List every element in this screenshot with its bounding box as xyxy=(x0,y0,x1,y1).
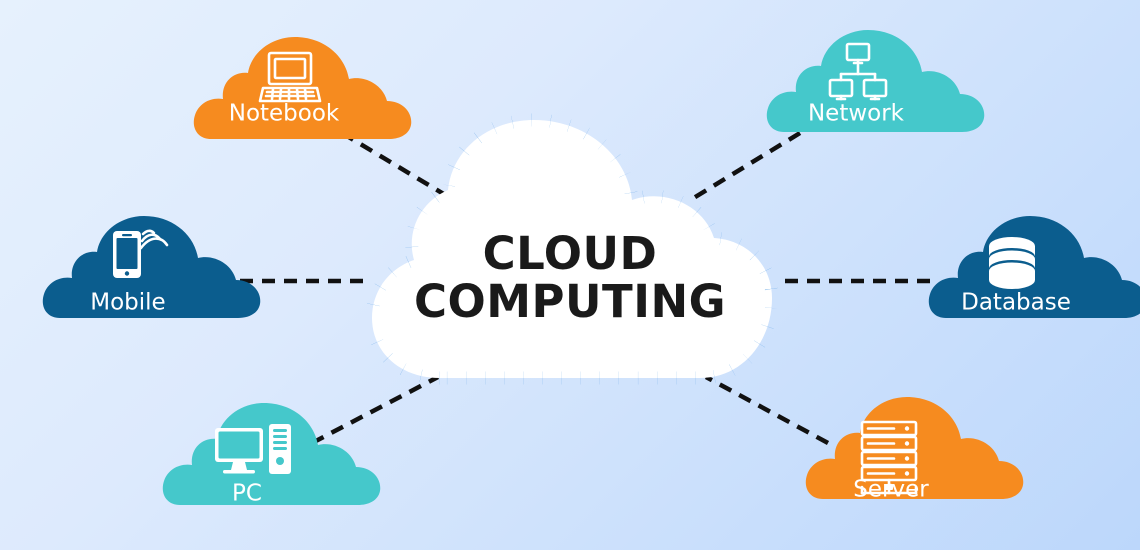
node-pc[interactable]: PC xyxy=(162,403,381,507)
network-topology-icon xyxy=(828,42,888,101)
node-label-mobile: Mobile xyxy=(90,290,165,316)
node-label-notebook: Notebook xyxy=(229,101,340,127)
desktop-computer-icon xyxy=(215,424,291,474)
server-rack-icon xyxy=(860,420,918,495)
connector-network xyxy=(690,131,802,201)
center-cloud-shape xyxy=(372,120,772,378)
center-label-line2: COMPUTING xyxy=(414,275,726,328)
database-cylinder-icon xyxy=(989,237,1035,289)
node-label-server: Server xyxy=(853,477,929,503)
node-label-network: Network xyxy=(808,101,905,127)
node-label-database: Database xyxy=(961,290,1071,316)
connector-pc xyxy=(310,375,440,445)
node-notebook[interactable]: Notebook xyxy=(193,37,412,139)
node-database[interactable]: Database xyxy=(928,216,1140,318)
node-server[interactable]: Server xyxy=(805,397,1024,503)
node-mobile[interactable]: Mobile xyxy=(42,216,261,318)
center-label-line1: CLOUD xyxy=(483,227,658,280)
center-cloud[interactable]: CLOUD COMPUTING xyxy=(365,113,779,385)
connector-notebook xyxy=(340,131,454,201)
connector-server xyxy=(704,375,830,445)
smartphone-wifi-icon xyxy=(113,229,169,278)
laptop-icon xyxy=(258,51,322,103)
node-label-pc: PC xyxy=(232,481,262,507)
node-network[interactable]: Network xyxy=(766,30,985,132)
